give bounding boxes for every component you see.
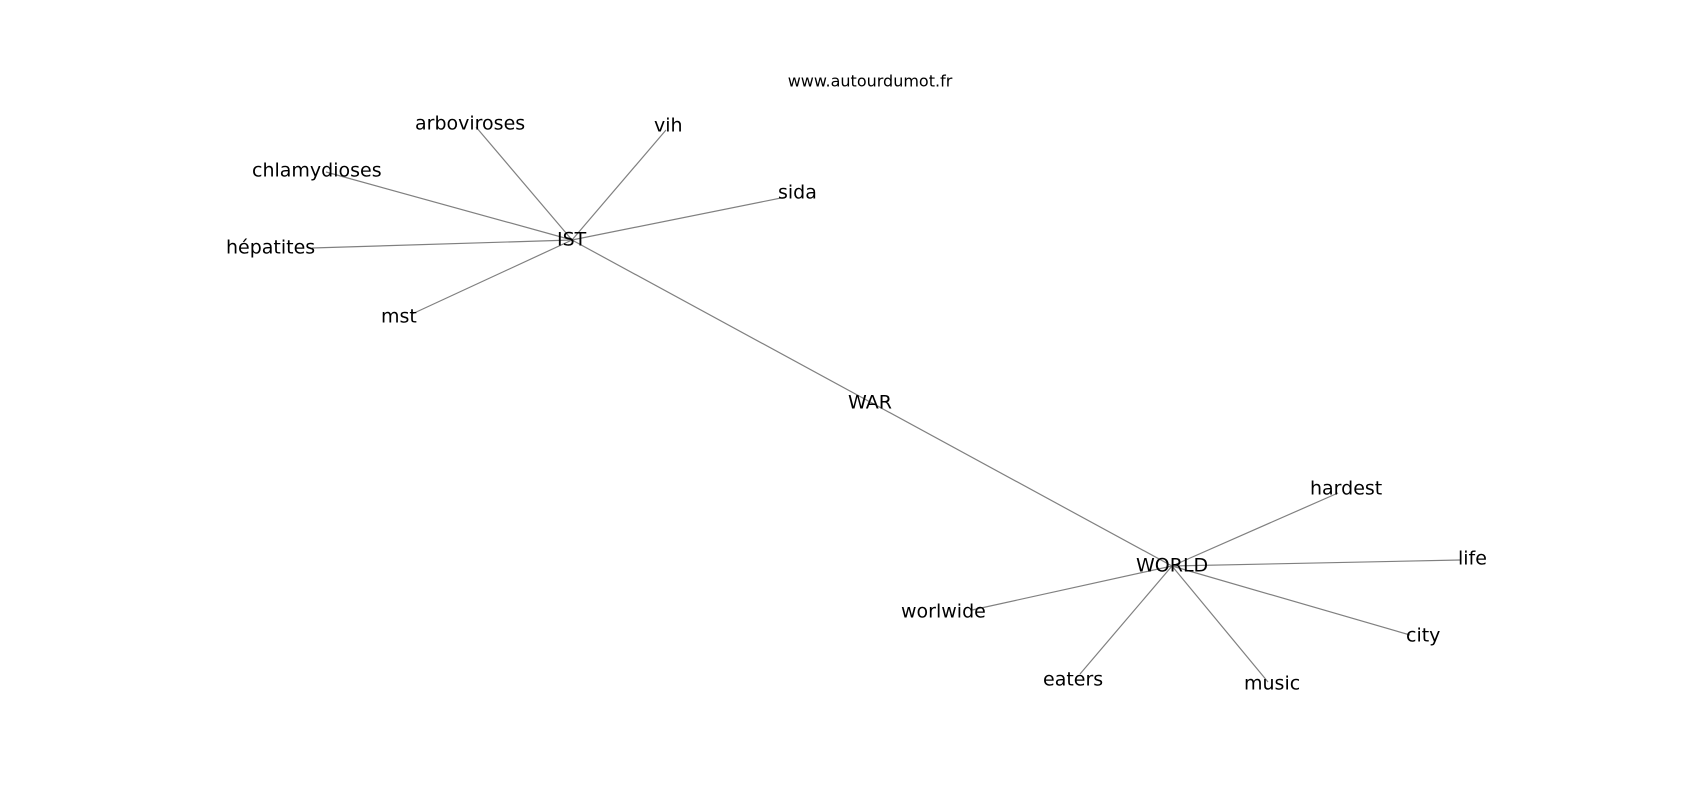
edge-ist-mst <box>411 239 573 315</box>
node-label-hepatites: hépatites <box>226 237 315 259</box>
edge-ist-vih <box>571 129 667 241</box>
edge-world-eaters <box>1079 565 1173 675</box>
node-label-chlamydioses: chlamydioses <box>252 160 382 182</box>
edge-world-city <box>1171 565 1411 636</box>
node-label-vih: vih <box>654 115 683 137</box>
node-label-worlwide: worlwide <box>901 601 986 623</box>
edge-ist-sida <box>571 196 787 241</box>
edge-world-hardest <box>1171 492 1339 567</box>
edge-ist-chlamydioses <box>325 171 573 241</box>
edge-world-worlwide <box>971 565 1173 611</box>
graph-edges <box>311 126 1461 683</box>
node-label-eaters: eaters <box>1043 669 1103 691</box>
node-label-music: music <box>1244 673 1300 695</box>
edge-ist-war <box>571 239 873 404</box>
edge-world-life <box>1171 559 1461 567</box>
node-label-life: life <box>1458 548 1487 570</box>
node-label-mst: mst <box>381 306 417 328</box>
edge-ist-hepatites <box>311 239 573 249</box>
node-label-war: WAR <box>848 392 892 414</box>
graph-nodes: IST arboviroses vih chlamydioses sida hépatit… <box>226 113 1487 695</box>
edge-war-world <box>871 402 1173 567</box>
edge-ist-arboviroses <box>475 126 573 241</box>
node-label-ist: IST <box>557 229 587 251</box>
node-label-world: WORLD <box>1136 555 1208 577</box>
source-watermark: www.autourdumot.fr <box>788 72 953 91</box>
node-label-arboviroses: arboviroses <box>415 113 525 135</box>
node-label-hardest: hardest <box>1310 478 1382 500</box>
node-label-city: city <box>1406 625 1440 647</box>
node-label-sida: sida <box>778 182 817 204</box>
edge-world-music <box>1171 565 1269 683</box>
